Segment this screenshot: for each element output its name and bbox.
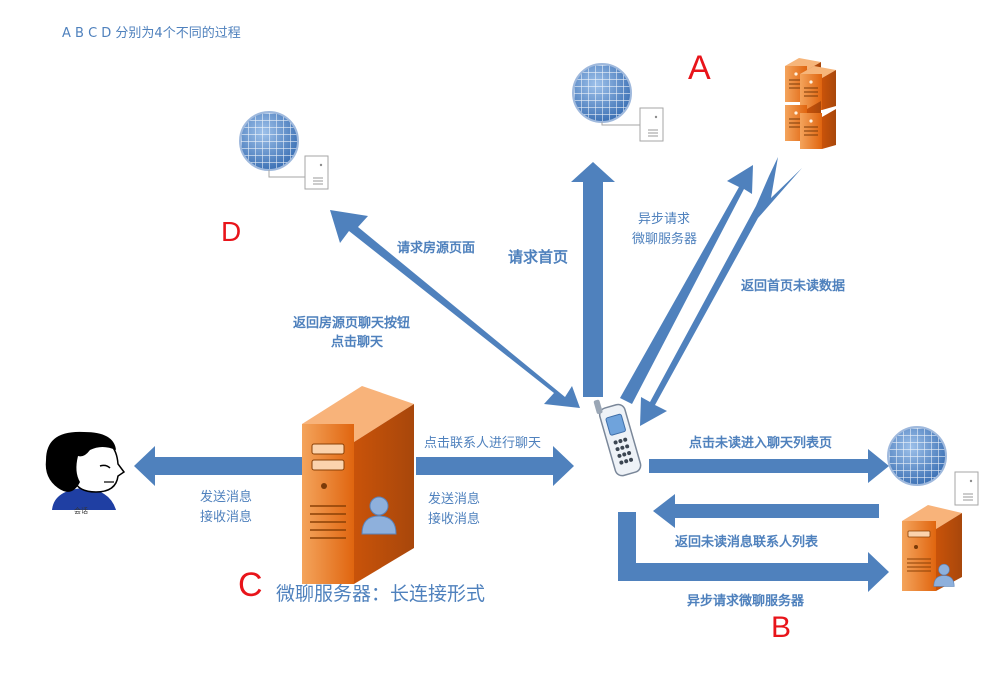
globe-icon (239, 111, 299, 171)
arrow-async-request-up (620, 165, 753, 404)
connector-line (268, 170, 305, 178)
arrow-return-unread-contacts (653, 494, 879, 528)
document-icon (954, 471, 979, 506)
person-icon (45, 431, 126, 510)
label-click-unread-list: 点击未读进入聊天列表页 (689, 436, 833, 451)
arrow-click-unread (649, 449, 889, 483)
label-return-home-unread: 返回首页未读数据 (741, 279, 846, 294)
arrow-server-to-phone (416, 446, 574, 486)
label-recv-msg-right: 接收消息 (428, 512, 481, 527)
document-icon (304, 155, 329, 190)
label-send-msg-right: 发送消息 (428, 492, 481, 507)
process-label-d: D (221, 216, 242, 247)
server-icon (785, 58, 836, 149)
arrow-request-home-up (571, 162, 615, 397)
label-async-request-line1: 异步请求 (638, 212, 691, 227)
globe-icon (572, 63, 632, 123)
arrow-request-listing-double (330, 210, 580, 408)
label-async-request-server: 异步请求微聊服务器 (687, 594, 805, 609)
arrow-to-person (134, 446, 303, 486)
arrows (134, 157, 889, 592)
mobile-phone-icon (593, 399, 642, 477)
label-return-listing-chat-button: 返回房源页聊天按钮 (293, 316, 411, 331)
server-icon (902, 505, 962, 591)
label-send-msg-left: 发送消息 (200, 490, 253, 505)
label-recv-msg-left: 接收消息 (200, 510, 253, 525)
document-icon (639, 107, 664, 142)
process-label-b: B (771, 611, 792, 644)
server-icon (302, 386, 414, 584)
globe-icon (887, 426, 947, 486)
person-caption: 会话 (74, 507, 88, 515)
label-return-unread-contacts: 返回未读消息联系人列表 (675, 535, 819, 550)
label-async-request-line2: 微聊服务器 (632, 232, 698, 247)
process-label-c: C (238, 566, 263, 604)
process-label-a: A (688, 49, 711, 87)
arrow-async-request-server (618, 512, 889, 592)
label-click-contact-chat: 点击联系人进行聊天 (424, 436, 542, 451)
server-caption: 微聊服务器：长连接形式 (276, 583, 486, 605)
arrow-return-home-unread (640, 157, 802, 426)
label-request-home: 请求首页 (508, 248, 569, 266)
connector-line (601, 122, 640, 126)
label-request-listing-page: 请求房源页面 (397, 241, 476, 256)
header-note: A B C D 分别为4个不同的过程 (62, 26, 241, 41)
label-click-chat: 点击聊天 (331, 335, 384, 350)
